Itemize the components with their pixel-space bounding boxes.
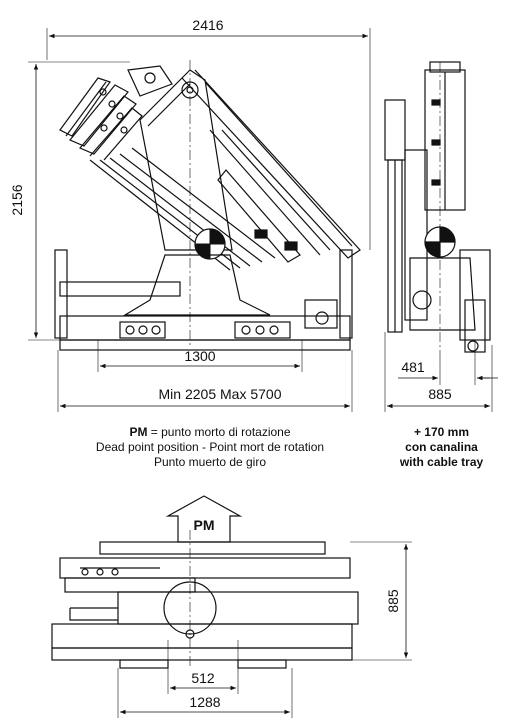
pm-definition: = punto morto di rotazione bbox=[150, 425, 291, 439]
cable-tray-note: + 170 mm con canalina with cable tray bbox=[378, 425, 505, 470]
top-view bbox=[51, 530, 412, 718]
pm-legend-line-1: PM = punto morto di rotazione bbox=[60, 425, 360, 440]
pm-legend-line-2: Dead point position - Point mort de rota… bbox=[95, 440, 325, 454]
dim-885-front-text: 885 bbox=[428, 386, 452, 402]
pm-arrow: PM bbox=[165, 495, 243, 543]
dim-2156-text: 2156 bbox=[9, 184, 25, 215]
pedestal bbox=[122, 254, 271, 316]
side-view bbox=[28, 28, 371, 412]
cable-tray-line-1: + 170 mm bbox=[413, 425, 470, 439]
dim-1300-text: 1300 bbox=[184, 348, 215, 364]
pm-legend: PM = punto morto di rotazione Dead point… bbox=[60, 425, 360, 470]
dim-2416-text: 2416 bbox=[192, 17, 223, 33]
pm-legend-line-3: Punto muerto de giro bbox=[153, 455, 267, 469]
dim-stabilizer-text: Min 2205 Max 5700 bbox=[159, 386, 282, 402]
dim-512-text: 512 bbox=[191, 670, 215, 686]
base-frame bbox=[54, 249, 353, 351]
pm-arrow-label: PM bbox=[194, 517, 215, 533]
front-view bbox=[384, 61, 498, 412]
dim-885-top-text: 885 bbox=[385, 589, 401, 613]
cable-tray-line-2: con canalina bbox=[405, 440, 478, 454]
outer-boom bbox=[181, 69, 361, 263]
dim-1288-text: 1288 bbox=[189, 694, 220, 710]
pm-abbr: PM bbox=[129, 425, 148, 439]
cable-tray-line-3: with cable tray bbox=[399, 455, 484, 469]
dim-481-text: 481 bbox=[401, 359, 425, 375]
folded-boom bbox=[59, 77, 276, 271]
